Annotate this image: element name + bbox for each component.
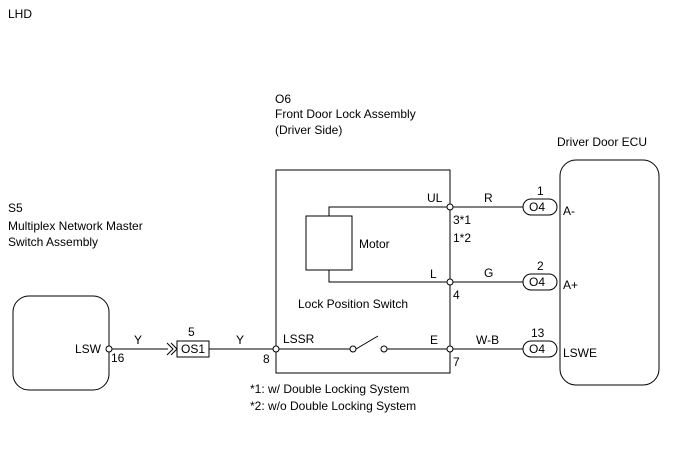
os1-label: OS1	[181, 342, 205, 356]
o4-connector-2	[522, 273, 558, 291]
switch-contact-left	[349, 345, 357, 353]
o6-term-lssr: LSSR	[283, 332, 315, 346]
os1-chevron-icon-2	[170, 342, 178, 356]
motor-box	[305, 215, 353, 271]
os1-pin: 5	[188, 325, 195, 339]
wire-label-g: G	[484, 266, 493, 280]
ecu-pin-a-minus: 1	[537, 184, 544, 198]
ecu-pin-lswe: 13	[531, 326, 545, 340]
s5-pin-16: 16	[111, 351, 125, 365]
o4-connector-13	[522, 340, 558, 358]
motor-label: Motor	[359, 237, 390, 251]
note-1: *1: w/ Double Locking System	[250, 382, 409, 396]
wire-label-y2: Y	[236, 333, 244, 347]
o6-pin-lssr-number: 8	[263, 352, 270, 366]
o6-pin-lssr	[272, 345, 280, 353]
ecu-term-a-minus: A-	[563, 204, 575, 218]
o4-label-2: O4	[529, 275, 545, 289]
s5-component-box	[12, 295, 110, 391]
ecu-pin-a-plus: 2	[537, 259, 544, 273]
ecu-name: Driver Door ECU	[557, 135, 647, 149]
o6-term-e: E	[430, 333, 438, 347]
o6-pin-ul	[446, 203, 454, 211]
motor-wire-ul	[328, 206, 450, 216]
o6-pin-l-number: 4	[453, 288, 460, 302]
wire-label-r: R	[484, 191, 493, 205]
o6-pin-ul-alt-number: 1*2	[453, 231, 471, 245]
o6-name-line1: Front Door Lock Assembly	[275, 107, 416, 121]
motor-wire-l	[328, 270, 450, 283]
o6-pin-e	[446, 345, 454, 353]
lock-position-switch-label: Lock Position Switch	[298, 297, 408, 311]
o4-label-3: O4	[529, 342, 545, 356]
lhd-label: LHD	[8, 7, 32, 21]
ecu-term-lswe: LSWE	[563, 346, 597, 360]
s5-name-line2: Switch Assembly	[8, 235, 98, 249]
s5-terminal-lsw: LSW	[75, 342, 102, 356]
s5-name-line1: Multiplex Network Master	[8, 219, 143, 233]
o6-pin-e-number: 7	[453, 355, 460, 369]
s5-code: S5	[8, 201, 23, 215]
wire-label-y1: Y	[134, 333, 142, 347]
o4-connector-1	[522, 198, 558, 216]
s5-pin-circle	[105, 345, 113, 353]
o6-code: O6	[275, 92, 291, 106]
o6-component-box	[275, 169, 451, 374]
o6-pin-l	[446, 278, 454, 286]
o6-name-line2: (Driver Side)	[275, 123, 342, 137]
wire-label-wb: W-B	[476, 333, 499, 347]
switch-contact-right	[380, 345, 388, 353]
switch-blade	[355, 335, 379, 350]
o6-term-ul: UL	[427, 191, 443, 205]
os1-chevron-icon	[166, 342, 174, 356]
ecu-component-box	[559, 159, 660, 386]
note-2: *2: w/o Double Locking System	[250, 399, 416, 413]
ecu-term-a-plus: A+	[563, 278, 578, 292]
o6-term-l: L	[430, 267, 437, 281]
o4-label-1: O4	[529, 200, 545, 214]
o6-pin-ul-number: 3*1	[453, 213, 471, 227]
